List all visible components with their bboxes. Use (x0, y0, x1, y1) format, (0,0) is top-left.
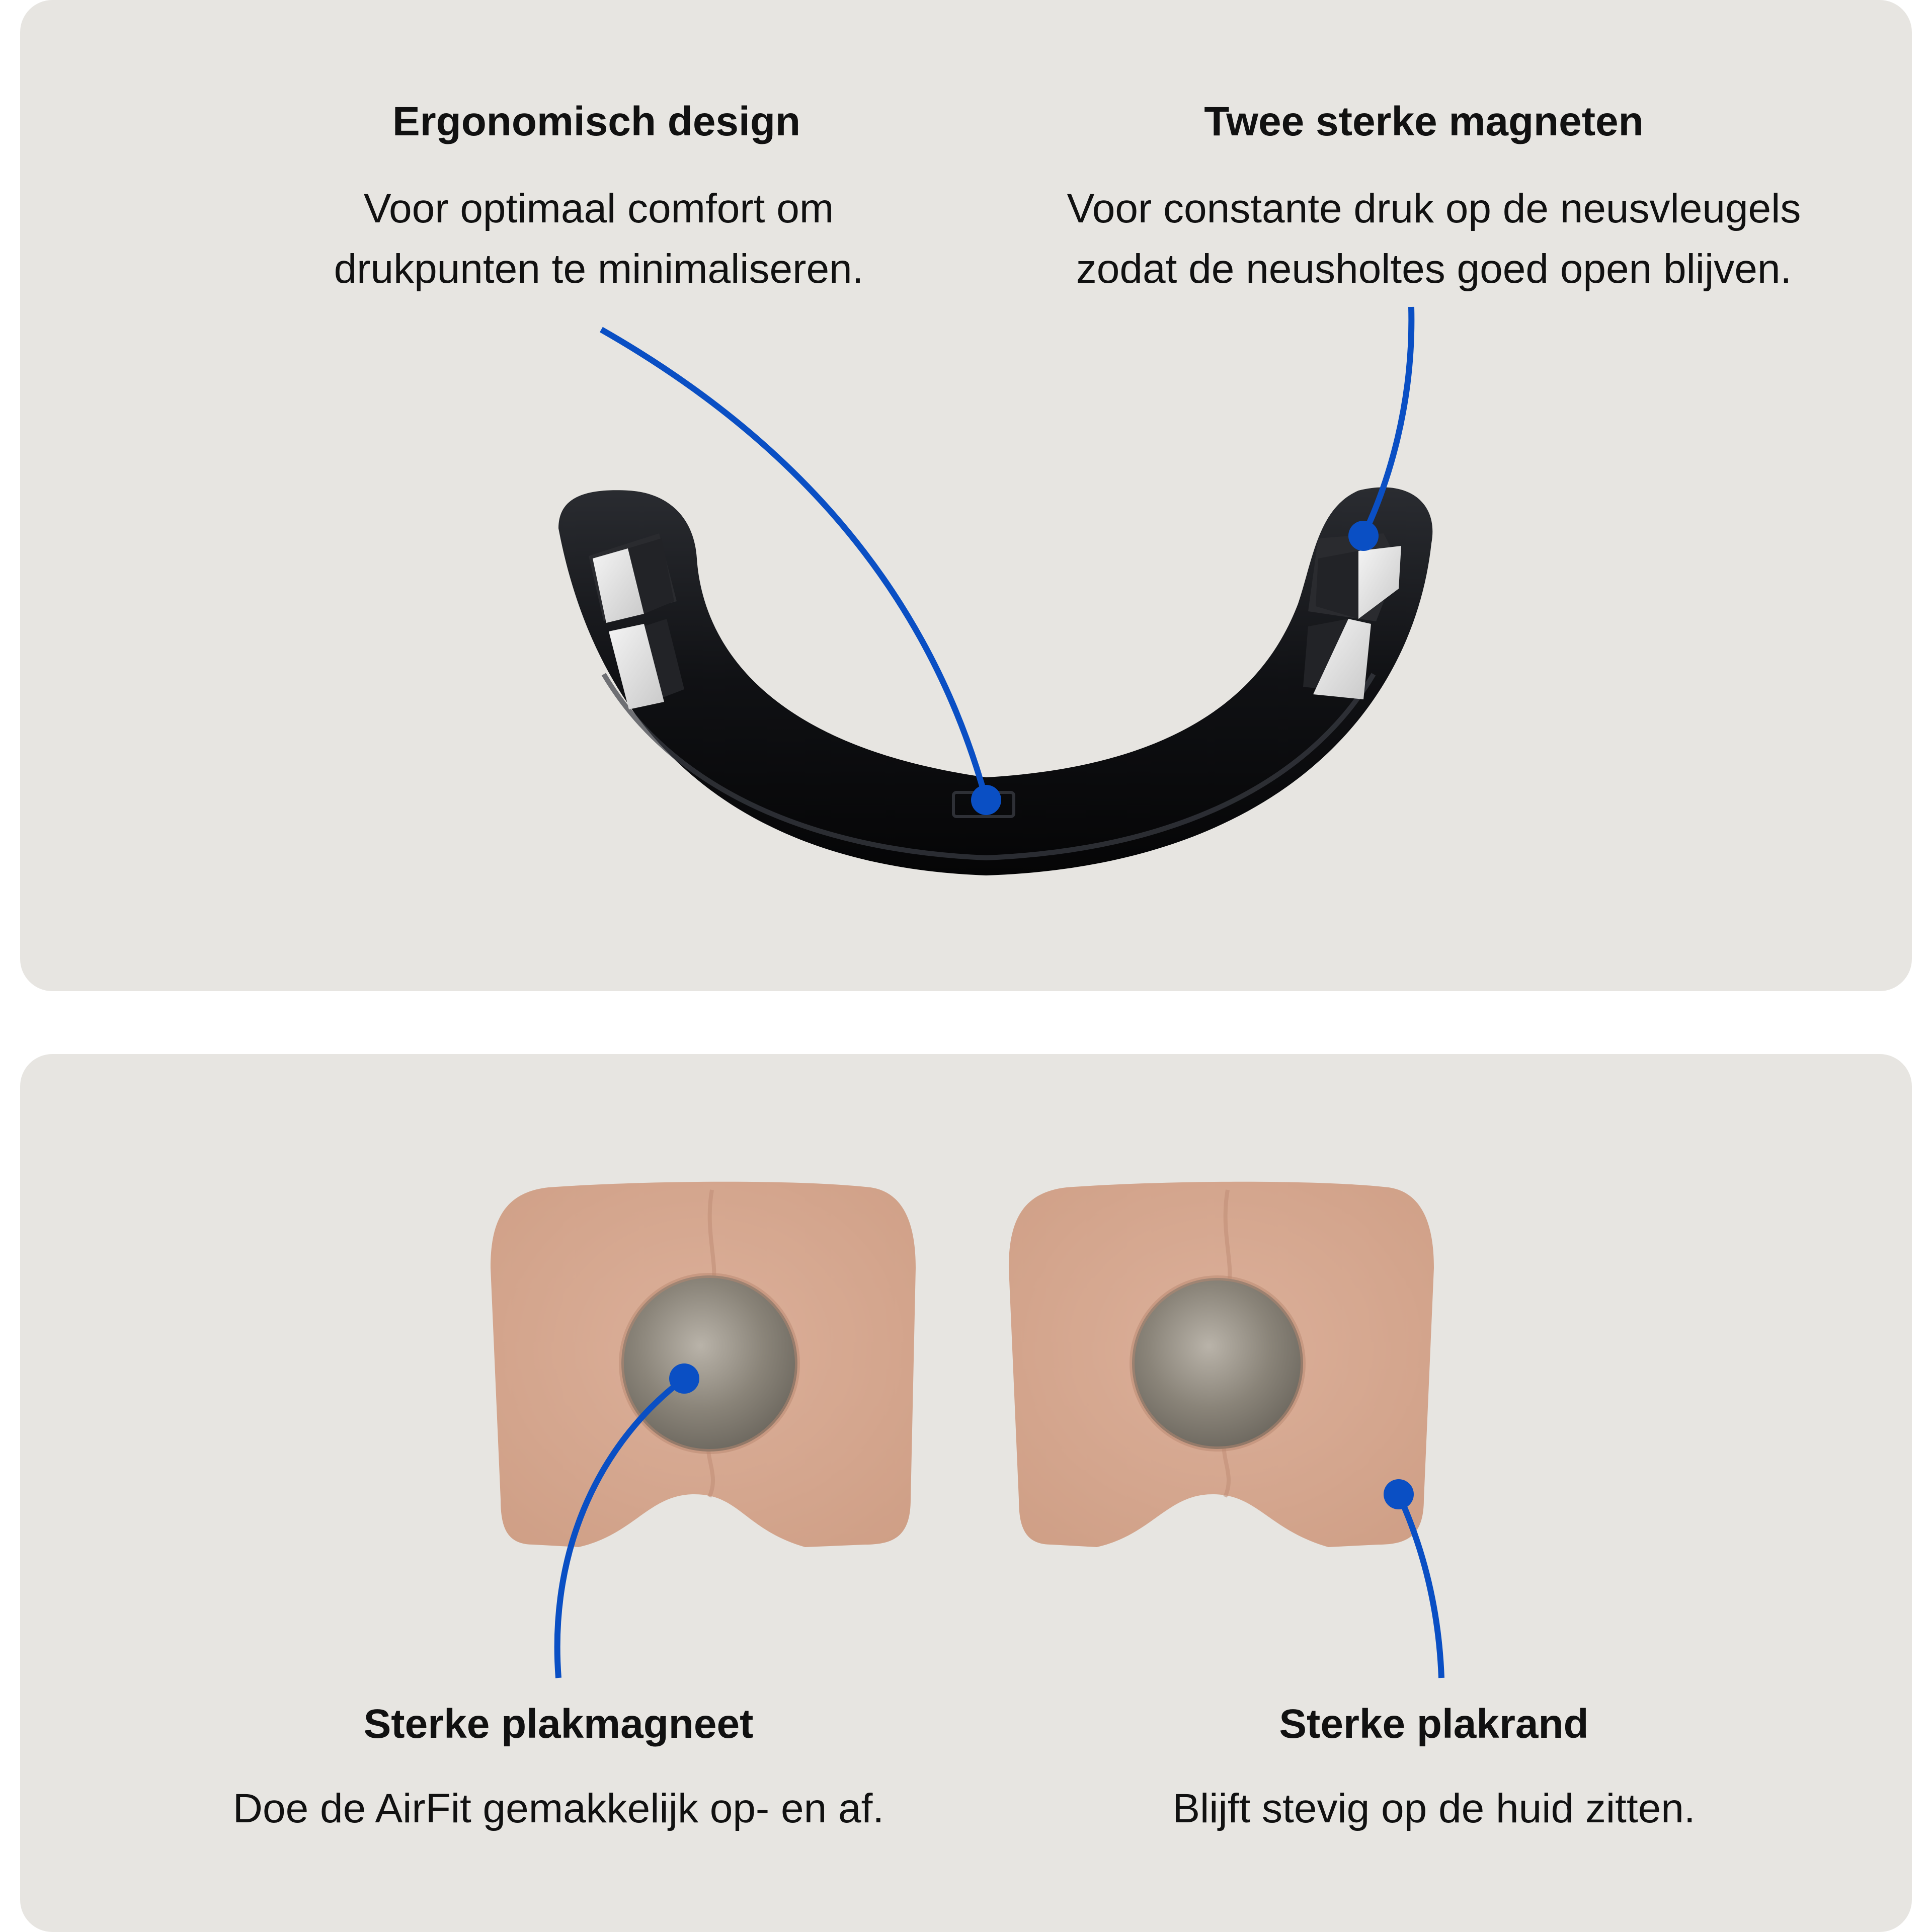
feature-desc-magnets-line2: zodat de neusholtes goed open blijven. (1076, 246, 1792, 292)
left-magnets (589, 533, 684, 709)
callout-dot-magnets (1348, 521, 1379, 551)
nose-device (558, 487, 1433, 875)
adhesive-pad-right (1009, 1181, 1434, 1547)
callout-line-plakrand (1396, 1493, 1444, 1678)
feature-desc-plakrand: Blijft stevig op de huid zitten. (1172, 1786, 1696, 1831)
callout-line-plakmagneet (554, 1376, 686, 1678)
feature-desc-plakmagneet: Doe de AirFit gemakkelijk op- en af. (232, 1786, 884, 1831)
adhesive-pad-left (491, 1181, 916, 1547)
feature-title-ergonomic: Ergonomisch design (392, 99, 800, 144)
feature-title-plakrand: Sterke plakrand (1279, 1701, 1589, 1747)
callout-dot-plakmagneet (669, 1363, 699, 1394)
callout-dot-ergonomic (971, 785, 1001, 815)
feature-desc-magnets-line1: Voor constante druk op de neusvleugels (1067, 186, 1801, 231)
callout-dot-plakrand (1384, 1479, 1414, 1509)
feature-desc-ergonomic-line1: Voor optimaal comfort om (363, 186, 834, 231)
callout-line-ergonomic (600, 327, 989, 801)
feature-desc-ergonomic-line2: drukpunten te minimaliseren. (334, 246, 864, 292)
feature-title-plakmagneet: Sterke plakmagneet (363, 1701, 754, 1747)
product-panel-bottom (20, 1054, 1912, 1932)
callout-line-magnets (1360, 306, 1415, 537)
right-magnets (1303, 533, 1401, 699)
feature-title-magnets: Twee sterke magneten (1204, 99, 1644, 144)
